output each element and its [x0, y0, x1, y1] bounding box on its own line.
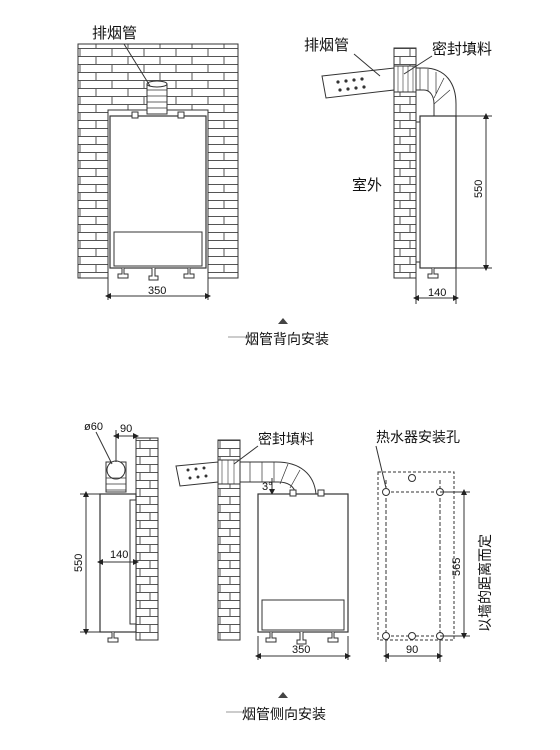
holes-width-dim: 90 [406, 644, 418, 656]
side-water-heater [419, 115, 457, 269]
mount-hole [408, 632, 416, 640]
bottom-seal-label: 密封填料 [258, 431, 314, 448]
bottom-front-view: 3° 密封填料 350 [175, 431, 351, 660]
bottom-front-width-dim: 350 [292, 644, 310, 656]
angle-dim: 3° [262, 481, 273, 493]
wall-distance-note: 以墙的距离而定 [477, 534, 494, 632]
top-front-view: 排烟管 350 [77, 24, 239, 300]
mount-hole [408, 474, 416, 482]
mount-hole [382, 632, 390, 640]
holes-outline [377, 471, 455, 641]
bottom-caption: 烟管侧向安装 [226, 692, 326, 723]
top-caption: 烟管背向安装 [228, 318, 329, 348]
mount-hole [382, 488, 390, 496]
bottom-front-wall [217, 439, 241, 641]
side-flue-pipe [321, 67, 395, 99]
bottom-side-wall [135, 437, 159, 641]
flue-pipe [146, 83, 168, 115]
top-front-pipe-label: 排烟管 [92, 24, 137, 42]
holes-title: 热水器安装孔 [376, 430, 460, 446]
bottom-side-view: ø60 90 140 550 [73, 421, 159, 643]
top-side-view: 排烟管 密封填料 室外 550 140 [304, 36, 492, 304]
mounting-holes-view: 热水器安装孔 565 以墙的距离而定 90 [375, 430, 494, 662]
top-caption-text: 烟管背向安装 [245, 332, 329, 348]
bottom-depth-dim: 140 [110, 549, 128, 561]
bottom-caption-text: 烟管侧向安装 [242, 707, 326, 723]
diameter-dim: ø60 [84, 421, 103, 433]
brick-wall [77, 43, 239, 279]
top-side-height-dim: 550 [473, 180, 485, 198]
top-side-depth-dim: 140 [428, 287, 446, 299]
outside-label: 室外 [352, 176, 382, 194]
offset-dim: 90 [120, 423, 132, 435]
top-front-width-dim: 350 [148, 285, 166, 297]
holes-height-dim: 565 [451, 558, 463, 576]
bottom-height-dim: 550 [73, 554, 85, 572]
top-side-seal-label: 密封填料 [432, 40, 492, 58]
top-side-pipe-label: 排烟管 [304, 36, 349, 54]
